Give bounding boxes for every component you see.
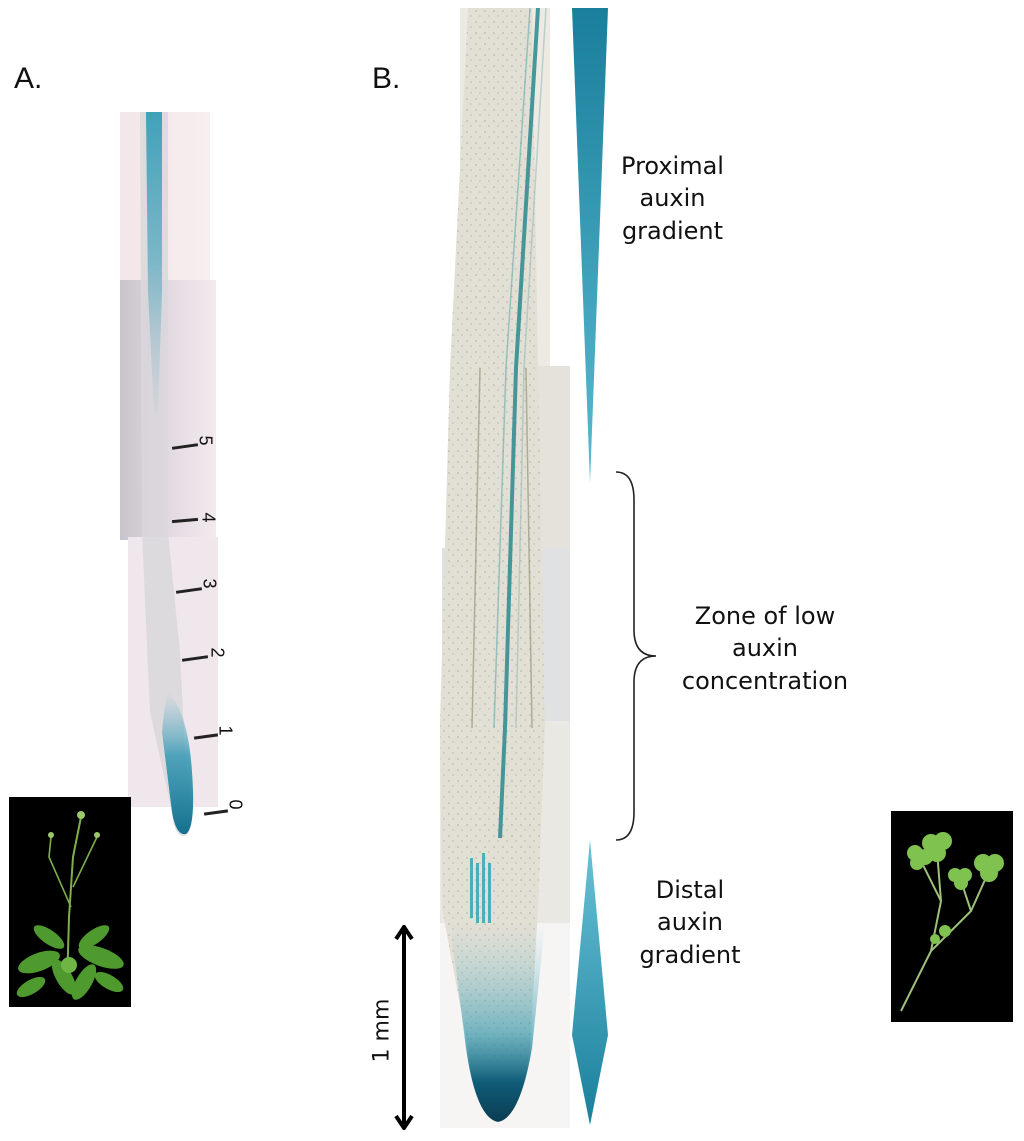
proximal-gradient-caption: Proximal auxin gradient <box>605 150 740 247</box>
zone-brace <box>612 470 662 842</box>
panel-a-scale: 5 4 3 2 1 0 <box>170 430 250 830</box>
distal-gradient-triangle <box>570 840 610 1125</box>
scale-label-1: 1 <box>215 725 236 736</box>
scale-label-5: 5 <box>195 435 216 446</box>
distal-gradient-caption: Distal auxin gradient <box>625 874 755 971</box>
zone-caption-line3: concentration <box>681 666 849 695</box>
proximal-caption-line1: Proximal <box>621 152 724 180</box>
zone-caption-line2: auxin <box>732 634 798 663</box>
distal-caption-line1: Distal <box>655 876 725 904</box>
medicago-plant-photo <box>891 811 1013 1022</box>
scale-tick-4 <box>171 517 199 524</box>
scale-bar-arrow <box>394 925 414 1130</box>
scale-label-4: 4 <box>198 512 219 523</box>
scale-tick-0 <box>203 809 229 816</box>
distal-caption-line3: gradient <box>639 940 741 969</box>
scale-bar-label: 1 mm <box>369 998 395 1063</box>
zone-caption-line1: Zone of low <box>694 602 836 630</box>
proximal-caption-line3: gradient <box>621 216 724 245</box>
panel-b-root-micrograph <box>420 8 570 1128</box>
proximal-gradient-triangle <box>570 8 610 483</box>
panel-b-label: B. <box>372 62 401 95</box>
zone-caption: Zone of low auxin concentration <box>665 600 865 697</box>
arabidopsis-plant-photo <box>9 797 131 1007</box>
scale-tick-2 <box>181 655 209 662</box>
scale-label-2: 2 <box>207 647 228 658</box>
scale-label-3: 3 <box>199 578 220 589</box>
scale-label-0: 0 <box>225 799 246 810</box>
panel-a-label: A. <box>14 62 43 95</box>
proximal-caption-line2: auxin <box>639 184 706 213</box>
distal-caption-line2: auxin <box>657 908 723 937</box>
panel-a-root-micrograph <box>110 112 270 852</box>
